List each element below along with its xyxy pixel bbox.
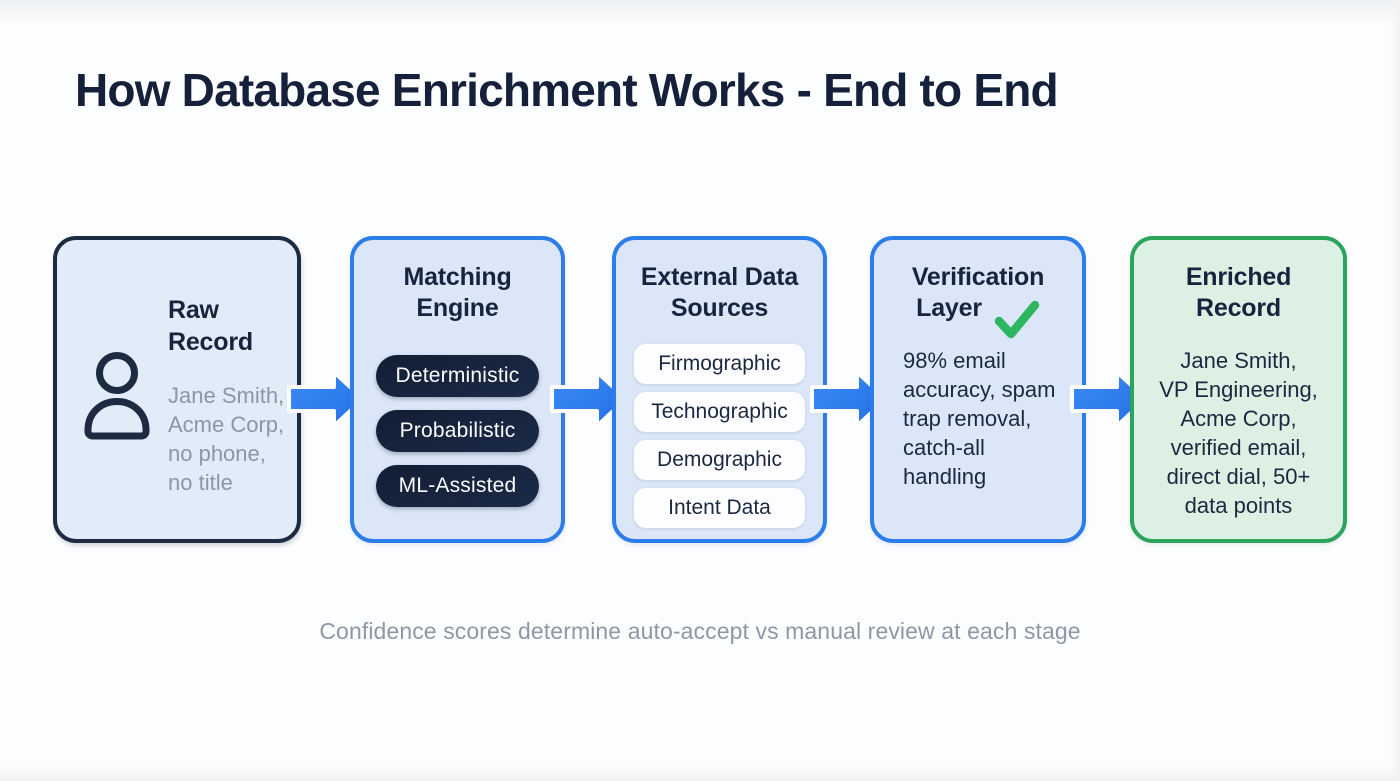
pill-deterministic: Deterministic xyxy=(376,355,539,397)
stage-body-text: Jane Smith, VP Engineering, Acme Corp, v… xyxy=(1159,348,1318,518)
stage-title: Raw Record xyxy=(168,296,253,356)
stage-title: Verification Layer xyxy=(874,262,1082,347)
pill-list: Deterministic Probabilistic ML-Assisted xyxy=(354,355,561,507)
flow-arrow-icon xyxy=(286,368,366,430)
stage-card-enriched-record: Enriched Record Jane Smith, VP Engineeri… xyxy=(1130,236,1347,543)
flow-arrow-icon xyxy=(549,368,629,430)
right-edge-shade xyxy=(1390,0,1400,781)
stage-card-raw-record: Raw Record Jane Smith, Acme Corp, no pho… xyxy=(53,236,301,543)
page-title: How Database Enrichment Works - End to E… xyxy=(75,64,1059,116)
bottom-edge-shade xyxy=(0,765,1400,781)
pill-intent-data: Intent Data xyxy=(634,488,805,528)
person-icon xyxy=(81,350,153,442)
stage-body-text: Jane Smith, Acme Corp, no phone, no titl… xyxy=(168,383,285,495)
stage-title: Matching Engine xyxy=(403,263,512,322)
top-edge-shade xyxy=(0,0,1400,26)
pill-demographic: Demographic xyxy=(634,440,805,480)
stage-title: Enriched Record xyxy=(1185,263,1292,322)
pill-firmographic: Firmographic xyxy=(634,344,805,384)
pill-probabilistic: Probabilistic xyxy=(376,410,539,452)
check-icon xyxy=(994,299,1040,347)
stage-card-external-data-sources: External Data Sources Firmographic Techn… xyxy=(612,236,827,543)
pill-ml-assisted: ML-Assisted xyxy=(376,465,539,507)
stage-card-verification-layer: Verification Layer 98% email accuracy, s… xyxy=(870,236,1086,543)
stage-title: External Data Sources xyxy=(640,263,799,322)
stage-card-matching-engine: Matching Engine Deterministic Probabilis… xyxy=(350,236,565,543)
pill-technographic: Technographic xyxy=(634,392,805,432)
stage-body-text: 98% email accuracy, spam trap removal, c… xyxy=(903,348,1056,489)
footer-caption: Confidence scores determine auto-accept … xyxy=(319,618,1081,644)
pill-list: Firmographic Technographic Demographic I… xyxy=(616,344,823,528)
